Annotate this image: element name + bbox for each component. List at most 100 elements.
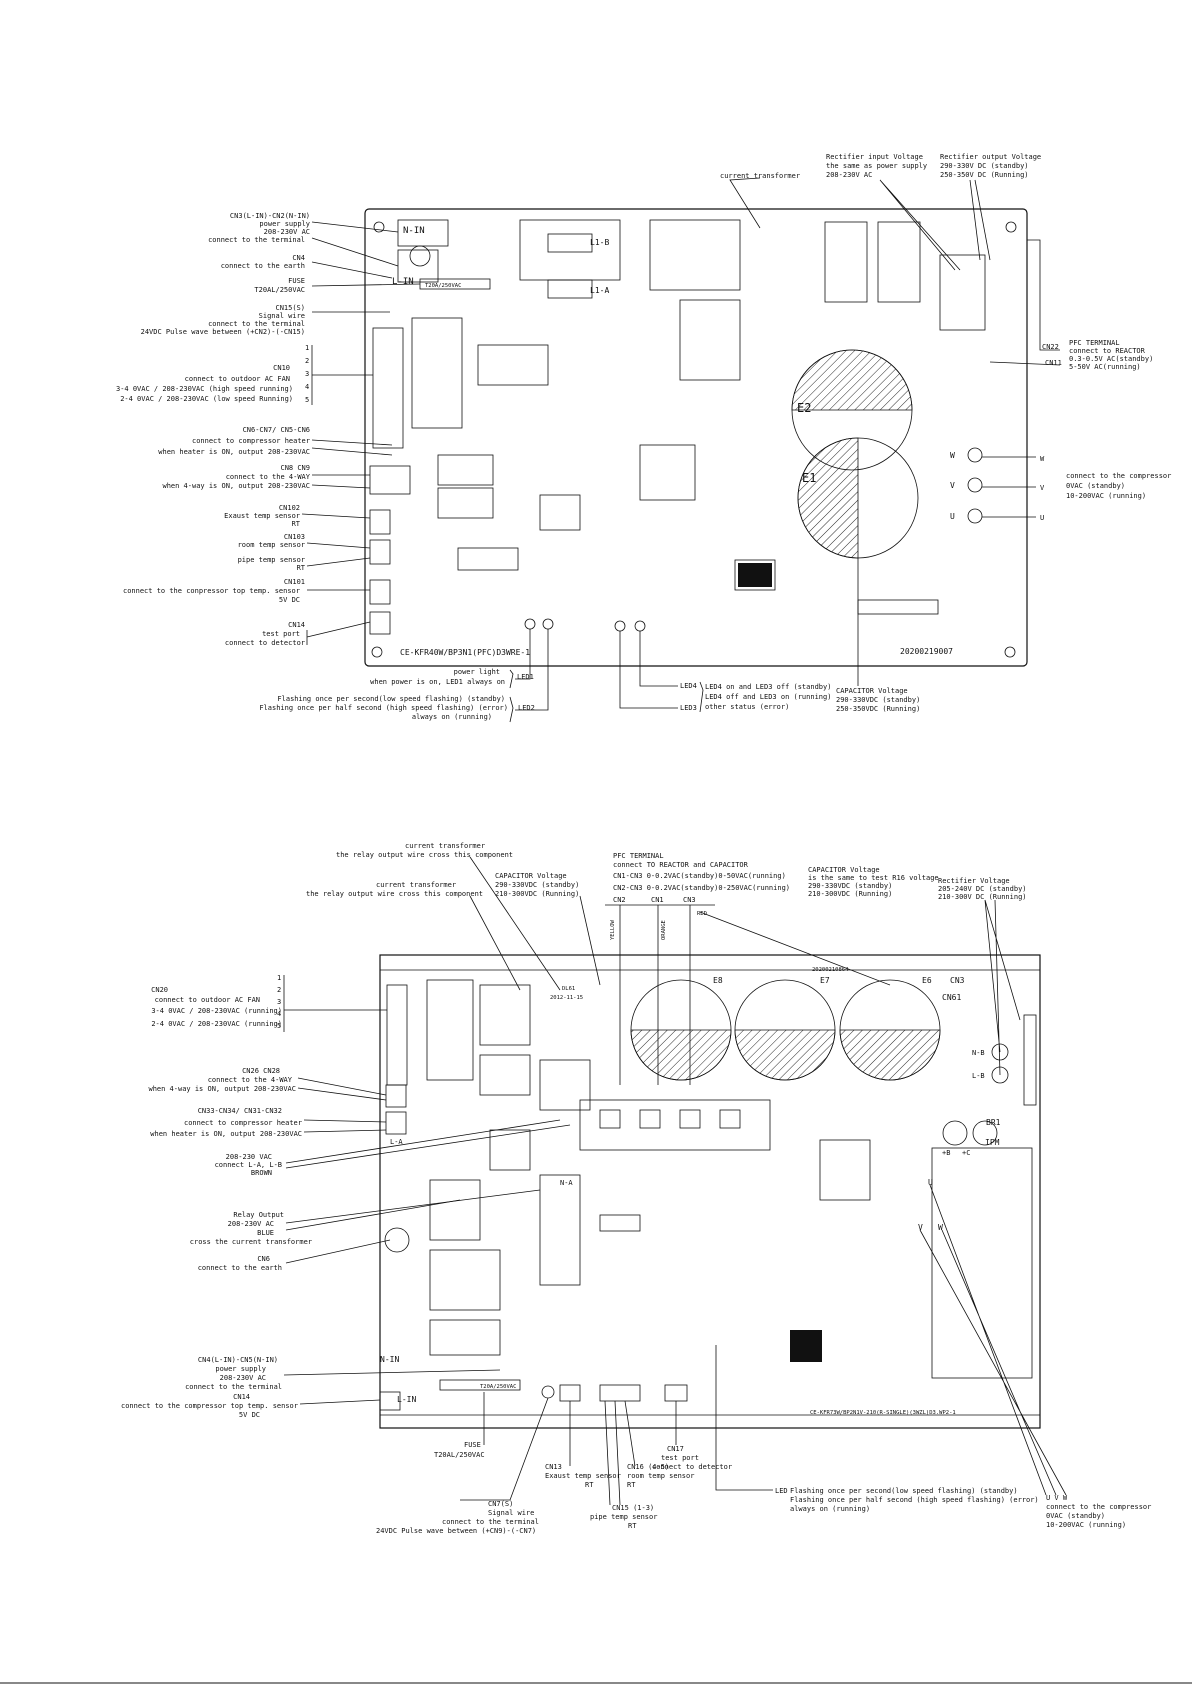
cn14-connector (369, 611, 391, 635)
cap16-text: 290-330VDC (standby) (808, 882, 892, 890)
ct2-text: the relay output wire cross this compone… (306, 890, 483, 898)
callout-text: connect to compressor heater (184, 1119, 302, 1127)
n-in-label: N-IN (380, 1355, 399, 1364)
rect-in-text: the same as power supply (826, 162, 927, 170)
callout-text: connect to outdoor AC FAN (155, 996, 260, 1004)
led-state-text: LED4 off and LED3 on (running) (705, 693, 831, 701)
callout-text: CN26 CN28 (242, 1067, 280, 1075)
fan-pin: 4 (305, 383, 309, 391)
l1b-inductor (519, 219, 621, 281)
led-text: always on (running) (790, 1505, 870, 1513)
cn13-text: Exaust temp sensor (545, 1472, 621, 1480)
cap-c22 (877, 221, 921, 303)
red-wire: RED (697, 911, 707, 917)
bottom-top-callouts: current transformer the relay output wir… (306, 842, 1027, 1085)
cn13-text: RT (585, 1481, 594, 1489)
mcu-chip (790, 1330, 822, 1362)
led-text: Flashing once per second(low speed flash… (790, 1487, 1018, 1495)
n-b-label: N-B (972, 1049, 985, 1057)
rect-out-text: Rectifier output Voltage (940, 153, 1041, 161)
comp-text: 0VAC (standby) (1066, 482, 1125, 490)
led1-tag: LED1 (517, 673, 534, 681)
led3 (614, 620, 626, 632)
mcu-chip-fill (738, 563, 772, 587)
cn1-tag: CN1 (651, 896, 664, 904)
cn102-connector (369, 509, 391, 535)
callout-text: BLUE (257, 1229, 274, 1237)
fuse-text: FUSE (464, 1441, 481, 1449)
e8-label: E8 (713, 976, 723, 985)
callout-text: connect to detector (225, 639, 305, 647)
ipm-module (931, 1147, 1033, 1379)
callout-text: 5V DC (239, 1411, 260, 1419)
cn13-text: CN13 (545, 1463, 562, 1471)
fuse-body (439, 1379, 521, 1391)
capacitor-e1-hatch (797, 437, 859, 559)
current-transformer (679, 299, 741, 381)
callout-text: 208-230 VAC (226, 1153, 272, 1161)
pfc-text: CN2-CN3 0-0.2VAC(standby)0-250VAC(runnin… (613, 884, 790, 892)
sig-text: connect to the terminal (442, 1518, 539, 1526)
ct-label: current transformer (720, 172, 800, 180)
l-b-label: L-B (972, 1072, 985, 1080)
br1-hole (972, 1120, 998, 1146)
callout-text: when heater is ON, output 208-230VAC (150, 1130, 302, 1138)
top-pcb-outline (364, 208, 1028, 667)
heatsink (539, 494, 581, 531)
callout-text: CN10 (273, 364, 290, 372)
mount-hole (1004, 646, 1016, 658)
led2-text: Flashing once per half second (high spee… (259, 704, 508, 712)
sig-text: 24VDC Pulse wave between (+CN9)-(-CN7) (376, 1527, 536, 1535)
uvw-text: U V W (1046, 1494, 1068, 1502)
pfc-text: PFC TERMINAL (1069, 339, 1120, 347)
callout-text: when 4-way is ON, output 208-230VAC (148, 1085, 296, 1093)
callout-text: RT (292, 520, 301, 528)
callout-text: Exaust temp sensor (224, 512, 300, 520)
led2 (542, 618, 554, 630)
l1a-label: L1-A (590, 286, 609, 295)
heatsink-slot (639, 1109, 661, 1129)
fan-pin: 4 (277, 1010, 281, 1018)
callout-text: CN3(L-IN)-CN2(N-IN) (230, 212, 310, 220)
cn15-cn16-connector (599, 1384, 641, 1402)
l-in-label: L-IN (397, 1395, 416, 1404)
symbol-strip (857, 599, 939, 615)
dl61-label: DL61 (562, 986, 575, 992)
led-state-text: other status (error) (705, 703, 789, 711)
v-out-label: V (1040, 484, 1045, 492)
heatsink-slot (719, 1109, 741, 1129)
callout-text: power supply (259, 220, 310, 228)
callout-text: power supply (215, 1365, 266, 1373)
callout-text: connect to outdoor AC FAN (185, 375, 290, 383)
led-text: Flashing once per half second (high spee… (790, 1496, 1039, 1504)
cn15-text: pipe temp sensor (590, 1513, 657, 1521)
comp-text: 10-200VAC (running) (1066, 492, 1146, 500)
cap-c21 (824, 221, 868, 303)
rectifier-bridge (939, 254, 986, 331)
cn2-tag: CN2 (613, 896, 626, 904)
callout-text: FUSE (288, 277, 305, 285)
terminal-screw (409, 245, 431, 267)
switching-transformer (639, 444, 696, 501)
ic-driver (457, 547, 519, 571)
cn3-tag: CN3 (683, 896, 696, 904)
relay (437, 487, 494, 519)
rect-text: 205-240V DC (standby) (938, 885, 1027, 893)
w-out-label: W (1040, 455, 1045, 463)
led2-text: always on (running) (412, 713, 492, 721)
top-date-code: 20200219007 (900, 647, 953, 656)
cn15-text: RT (628, 1522, 637, 1530)
callout-text: connect to the earth (221, 262, 305, 270)
u-label: U (950, 512, 955, 521)
callout-text: when heater is ON, output 208-230VAC (158, 448, 310, 456)
cn10-connector (372, 327, 404, 449)
heatsink-slot (599, 1109, 621, 1129)
n-in-label: N-IN (403, 226, 425, 236)
yellow-wire: YELLOW (610, 919, 616, 940)
callout-text: CN4 (292, 254, 305, 262)
heatsink-slot (679, 1109, 701, 1129)
callout-text: connect to the 4-WAY (208, 1076, 293, 1084)
fan-pin: 1 (277, 974, 281, 982)
bottom-model-string: CE-KFR73W/BP2N1V-210(R-SINGLE)(3WZL)D3.W… (810, 1410, 956, 1416)
bottom-bottom-callouts: FUSE T20AL/250VAC CN7(S) Signal wire con… (376, 1184, 1151, 1535)
